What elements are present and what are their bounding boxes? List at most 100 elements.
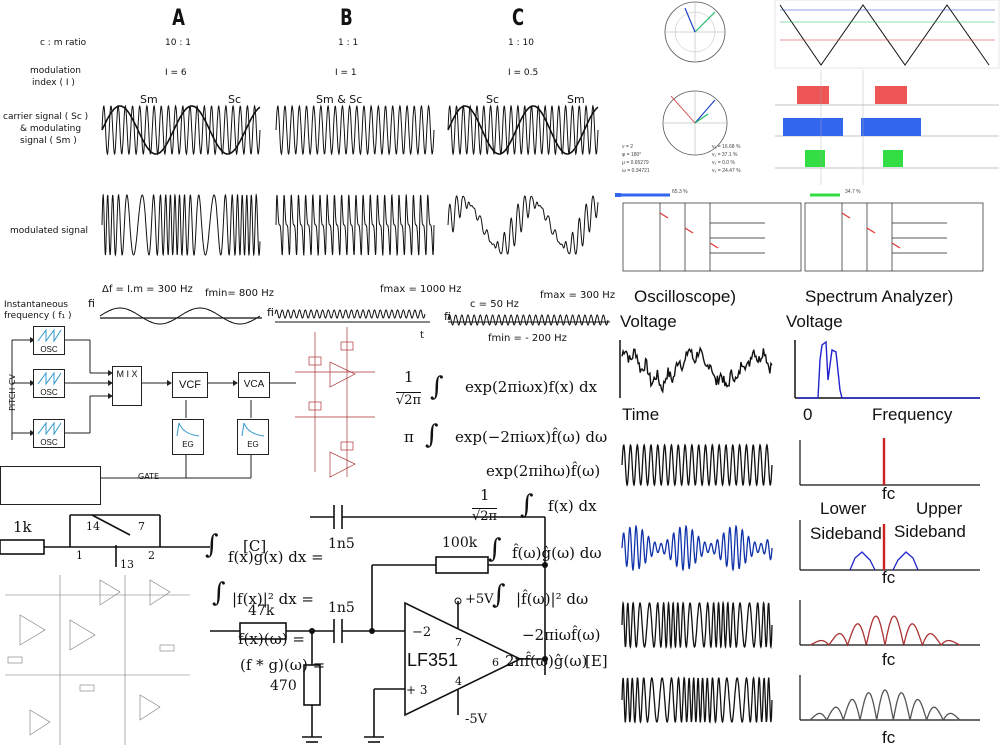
phasor-v1: v₁ = 37.1 %	[712, 152, 738, 158]
inst-a-delta: Δf = I.m = 300 Hz	[102, 284, 193, 295]
inst-label-1: Instantaneous	[4, 300, 68, 310]
phasor-v2: v₂ = 0.0 %	[712, 160, 735, 166]
label-e: [E]	[585, 652, 608, 670]
grey-schematic	[5, 575, 190, 745]
spectrum-fm-1	[809, 615, 961, 647]
pin7-switch-label: 7	[138, 520, 145, 533]
voltage-label-scope: Voltage	[620, 312, 677, 331]
column-a-header: A	[172, 6, 185, 31]
index-a: I = 6	[165, 68, 187, 78]
label-c: [C]	[243, 537, 267, 555]
spectrum-lower-band	[849, 551, 876, 571]
plus5v-label: +5V	[465, 592, 494, 607]
phasor-va: vₐ = 16.68 %	[712, 144, 741, 150]
phasor-phi: φ = 180°	[622, 152, 642, 158]
lower-label: Lower	[820, 499, 867, 518]
integral-3: ∫	[520, 490, 534, 520]
vcf-block: VCF	[172, 372, 208, 398]
inst-c-c: c = 50 Hz	[470, 299, 519, 310]
modulated-label: modulated signal	[10, 226, 88, 236]
modulated-b	[275, 193, 435, 257]
column-b-header: B	[340, 6, 353, 31]
osc-1-label: OSC	[40, 345, 58, 354]
pin14-label: 14	[86, 520, 100, 533]
spectrum-fm-2	[809, 689, 961, 722]
scope-noise	[621, 346, 773, 394]
upper-label: Upper	[916, 499, 963, 518]
scope-fm-2	[621, 676, 773, 724]
carrier-b	[275, 104, 435, 156]
fc-label-4: fc	[882, 728, 896, 747]
inst-fi-b: fi	[267, 306, 274, 319]
opamp-pin6: 6	[492, 656, 499, 669]
frac-den-1: √2π	[396, 392, 422, 408]
osc-2-label: OSC	[40, 388, 58, 397]
tag-sc-a: Sc	[228, 93, 242, 106]
inst-freq-a	[99, 307, 261, 325]
fc-label-3: fc	[882, 650, 896, 669]
tag-sm-c: Sm	[567, 93, 585, 106]
signals-label-1: carrier signal ( Sc )	[3, 112, 89, 122]
gate-label: GATE	[138, 472, 159, 481]
opamp-label: LF351	[407, 650, 459, 670]
osc-3-label: OSC	[40, 438, 58, 447]
scope-fm-1	[621, 600, 773, 650]
frequency-label: Frequency	[872, 405, 953, 424]
bar-left-value: 65.3 %	[672, 189, 688, 195]
integral-5: ∫	[492, 580, 506, 610]
modulator-c	[447, 104, 599, 156]
fc-label-1: fc	[882, 484, 896, 503]
cap-1n5-b: 1n5	[328, 600, 355, 616]
frac-num-2: 1	[480, 486, 490, 504]
formula-line-7: −2πiωf̂(ω)	[522, 626, 601, 644]
formula-line-2: exp(−2πiωx)f̂(ω) dω	[455, 428, 608, 446]
inst-freq-c	[447, 314, 609, 326]
osc-2: OSC	[33, 369, 65, 398]
pin2-switch-label: 2	[148, 549, 155, 562]
fm-waveforms	[99, 104, 610, 326]
integral-6: ∫	[205, 530, 219, 560]
vca-block: VCA	[238, 372, 270, 398]
formula-line-3: exp(2πihω)f̂(ω)	[486, 462, 601, 480]
pitch-cv-label: PITCH CV	[7, 374, 17, 411]
carrier-c	[447, 105, 599, 155]
eg-2: EG	[237, 419, 269, 455]
mixer-block: M I X	[112, 366, 142, 406]
inst-a-fmin: fmin= 800 Hz	[205, 288, 274, 299]
pi-symbol: π	[404, 428, 414, 446]
phasor-omega: ω = 0.34721	[622, 168, 650, 174]
scope-carrier	[621, 443, 773, 487]
bar-right-value: 34.7 %	[845, 189, 861, 195]
phasor-diagram	[615, 0, 1000, 272]
index-b: I = 1	[335, 68, 357, 78]
inst-c-fmax: fmax = 300 Hz	[540, 290, 616, 301]
formula-line-5: f̂(ω)ĝ(ω) dω	[512, 544, 602, 562]
eg-1-label: EG	[182, 440, 194, 449]
opamp-wiring	[0, 505, 548, 743]
modulated-c	[447, 195, 599, 255]
eg-1: EG	[172, 419, 204, 455]
pin13-label: 13	[120, 558, 134, 571]
inst-fi-c: fi	[444, 310, 451, 323]
spectrum-title: Spectrum Analyzer)	[805, 287, 954, 306]
index-c: I = 0.5	[508, 68, 539, 78]
inst-label-2: frequency ( f₁ )	[4, 311, 72, 321]
voltage-label-spectrum: Voltage	[786, 312, 843, 331]
eg-2-label: EG	[247, 440, 259, 449]
res-100k: 100k	[442, 535, 478, 551]
res-470: 470	[270, 678, 297, 694]
cap-1n5-a: 1n5	[328, 536, 355, 552]
inst-freq-b	[274, 309, 426, 319]
synth-wiring	[11, 337, 296, 479]
inst-b-fmax: fmax = 1000 Hz	[380, 284, 462, 295]
tag-sc-c: Sc	[486, 93, 500, 106]
tag-sm-a: Sm	[140, 93, 158, 106]
ratio-b: 1 : 1	[338, 38, 359, 48]
inst-fi-a: fi	[88, 297, 95, 310]
ratio-label: c : m ratio	[40, 38, 87, 48]
oscilloscope-title: Oscilloscope)	[634, 287, 737, 306]
phasor-nu: ν = 2	[622, 144, 633, 150]
res-47k: 47k	[248, 603, 275, 619]
scope-waveforms	[619, 340, 980, 724]
spectrum-noise	[798, 340, 980, 399]
